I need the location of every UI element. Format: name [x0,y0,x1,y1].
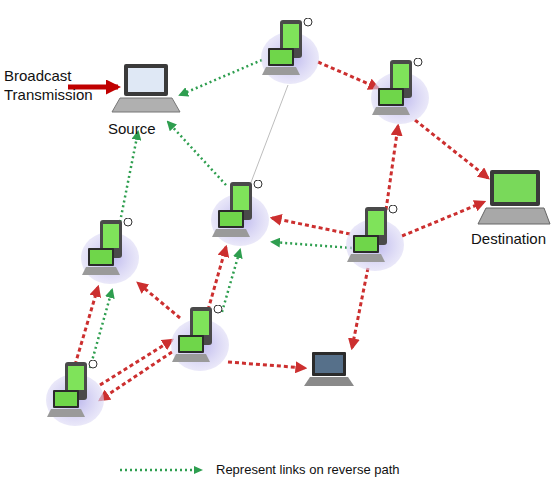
legend-text: Represent links on reverse path [216,462,400,477]
device-name: Destination [471,230,549,247]
legend-entry: Represent links on reverse path [118,462,400,477]
legend-swatch [118,464,206,476]
annotation-label: Broadcast Transmission [4,66,104,104]
device-name: Source [108,120,158,137]
device-label-node: Destination [471,230,549,249]
device-label-node: Source [108,120,158,139]
